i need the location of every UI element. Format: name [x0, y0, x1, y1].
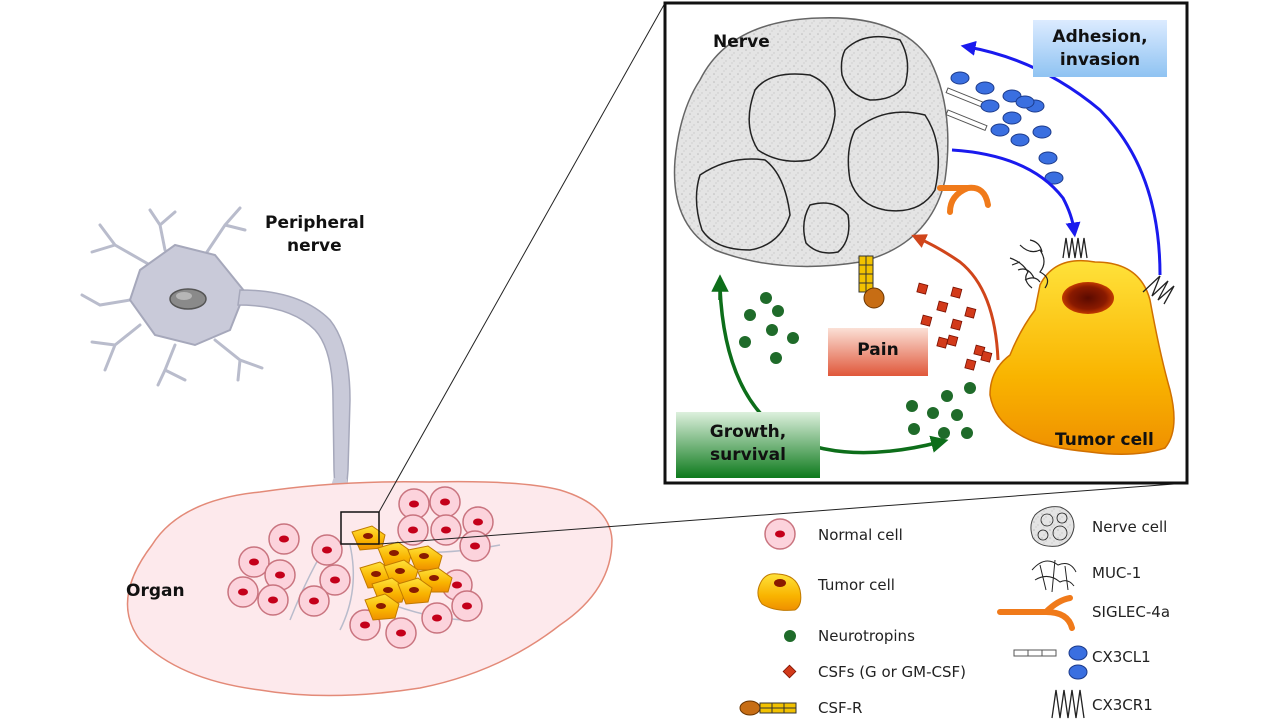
nerve-label: Nerve — [713, 32, 770, 52]
normal-cell — [451, 590, 483, 622]
neurotropins-near-tumor — [906, 382, 976, 439]
normal-cell — [298, 585, 330, 617]
tumor-cell — [407, 545, 443, 571]
legend-csf-r-label: CSF-R — [818, 699, 862, 717]
normal-cell — [398, 488, 430, 520]
tumor-cell-label: Tumor cell — [1055, 430, 1154, 450]
growth-label-1: Growth, — [710, 422, 786, 442]
growth-survival-box: Growth, survival — [676, 412, 820, 478]
adhesion-label-2: invasion — [1060, 50, 1140, 70]
tumor-cell-large — [989, 259, 1175, 455]
normal-cell — [264, 559, 296, 591]
growth-label-2: survival — [710, 445, 786, 465]
legend-tumor-cell-label: Tumor cell — [817, 576, 895, 594]
arrow-adhesion-to-nerve — [960, 40, 1162, 276]
legend-csfs-label: CSFs (G or GM-CSF) — [818, 663, 966, 681]
legend-cx3cl1: CX3CL1 — [1013, 645, 1151, 680]
legend-nerve-cell-label: Nerve cell — [1092, 518, 1167, 536]
csf-r-receptor — [858, 255, 885, 309]
cx3cr1-icon — [1051, 689, 1085, 719]
csf-icon — [782, 664, 797, 679]
pain-box: Pain — [828, 328, 928, 376]
legend-muc-1: MUC-1 — [1031, 559, 1141, 593]
siglec-4a-receptor — [937, 184, 991, 215]
tumor-cell — [397, 577, 433, 605]
zoom-line-top — [378, 2, 666, 513]
legend-normal-cell-label: Normal cell — [818, 526, 903, 544]
normal-cell — [311, 534, 343, 566]
legend-siglec-4a: SIGLEC-4a — [997, 595, 1170, 631]
normal-cell — [421, 602, 453, 634]
neurotropins-near-nerve — [739, 292, 799, 364]
tumor-cell-cluster — [351, 525, 453, 621]
normal-cell — [227, 576, 259, 608]
cx3cl1-group — [945, 71, 1064, 185]
normal-cell — [268, 523, 300, 555]
neurotropin-icon — [784, 630, 796, 642]
peripheral-nerve-label-2: nerve — [287, 236, 342, 256]
legend-cx3cl1-label: CX3CL1 — [1092, 648, 1151, 666]
legend-csfs: CSFs (G or GM-CSF) — [782, 663, 966, 681]
legend-normal-cell: Normal cell — [764, 518, 903, 550]
peripheral-nerve-label-1: Peripheral — [265, 213, 365, 233]
csfs-particles — [916, 282, 993, 371]
legend-cx3cr1-label: CX3CR1 — [1092, 696, 1153, 714]
legend-cx3cr1: CX3CR1 — [1051, 689, 1153, 719]
legend-csf-r: CSF-R — [739, 699, 862, 717]
legend-neurotropins-label: Neurotropins — [818, 627, 915, 645]
organ-label: Organ — [126, 581, 185, 601]
siglec-4a-icon — [997, 595, 1075, 631]
normal-cell — [430, 514, 462, 546]
cx3cl1-icon — [1013, 645, 1088, 680]
legend-tumor-cell: Tumor cell — [757, 573, 895, 611]
tumor-cell-icon — [757, 573, 802, 611]
tumor-cell — [364, 593, 400, 621]
cx3cr1-receptor — [1062, 237, 1175, 305]
normal-cell — [319, 564, 351, 596]
normal-cell — [385, 617, 417, 649]
legend-neurotropins: Neurotropins — [784, 627, 915, 645]
normal-cell — [397, 514, 429, 546]
csf-r-icon — [739, 700, 797, 716]
legend-nerve-cell: Nerve cell — [1030, 506, 1167, 547]
adhesion-invasion-box: Adhesion, invasion — [1033, 20, 1167, 77]
legend: Normal cell Tumor cell Neurotropins CSFs… — [739, 506, 1170, 719]
nerve-cross-section — [673, 17, 949, 268]
arrow-nerve-to-tumor — [951, 148, 1081, 238]
muc-1-marker — [1009, 239, 1049, 289]
normal-cell — [459, 530, 491, 562]
muc-1-icon — [1031, 559, 1077, 593]
normal-cell — [429, 486, 461, 518]
normal-cell — [257, 584, 289, 616]
arrow-pain — [911, 234, 1000, 361]
legend-muc-1-label: MUC-1 — [1092, 564, 1141, 582]
nerve-cell-icon — [1030, 506, 1075, 547]
normal-cell — [238, 546, 270, 578]
adhesion-label-1: Adhesion, — [1052, 27, 1147, 47]
normal-cells — [227, 486, 494, 649]
pain-label: Pain — [857, 340, 898, 360]
organ-shape — [126, 480, 613, 697]
zoom-line-bottom — [378, 482, 1188, 545]
zoom-region-box — [340, 511, 380, 545]
legend-siglec-4a-label: SIGLEC-4a — [1092, 603, 1170, 621]
